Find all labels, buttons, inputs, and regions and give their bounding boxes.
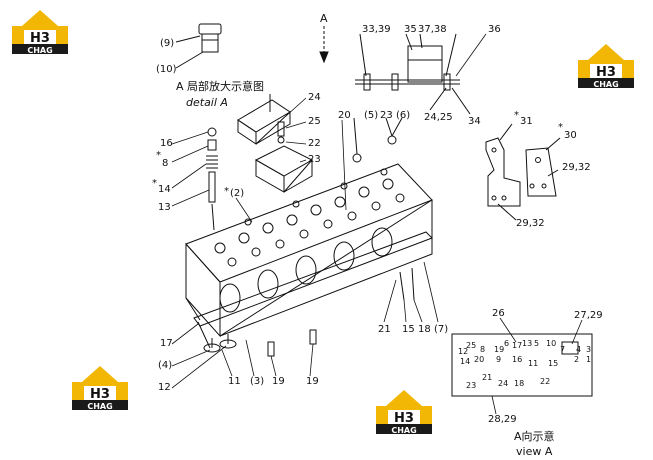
cap-part (175, 23, 222, 69)
view-a-number: 12 (458, 347, 468, 356)
label-26: 26 (492, 308, 505, 319)
label-27-29: 27,29 (574, 310, 603, 321)
logo-brand: CHAG (391, 426, 416, 435)
label-34: 34 (468, 116, 481, 127)
label-2: (2) (230, 188, 244, 199)
brand-logo-bottom-center: H3 CHAG (376, 390, 432, 435)
label-4: (4) (158, 360, 172, 371)
brand-logo-bottom-left: H3 CHAG (72, 366, 128, 411)
valve-spring-stack (206, 127, 218, 231)
view-a-number: 10 (546, 339, 556, 348)
cover-plate (237, 94, 314, 193)
view-a-number: 2 (574, 355, 579, 364)
bracket-30 (525, 137, 561, 197)
label-3: (3) (250, 376, 264, 387)
view-a-number: 5 (534, 339, 539, 348)
logo-brand: CHAG (27, 46, 52, 55)
view-a-number: 25 (466, 341, 476, 350)
label-2-star: * (224, 186, 229, 197)
label-20: 20 (338, 110, 351, 121)
view-a-number: 14 (460, 357, 470, 366)
head-gasket (193, 231, 433, 349)
label-8-star: * (156, 150, 161, 161)
label-23: 23 (308, 154, 321, 165)
label-7: (7) (434, 324, 448, 335)
label-37-38: 37,38 (418, 24, 447, 35)
logo-brand: CHAG (87, 402, 112, 411)
view-a-number: 24 (498, 379, 508, 388)
view-a-number: 8 (480, 345, 485, 354)
lifting-bracket (355, 33, 471, 115)
studs (352, 117, 403, 163)
logo-mark: H3 (90, 387, 110, 402)
label-23b: 23 (380, 110, 393, 121)
view-a-number: 17 (512, 341, 522, 350)
label-30: 30 (564, 130, 577, 141)
view-arrow-label: A (320, 12, 328, 25)
bracket-31 (485, 123, 521, 221)
label-33-39: 33,39 (362, 24, 391, 35)
view-a-plate (451, 333, 593, 397)
detail-caption-cn: A 局部放大示意图 (176, 79, 264, 93)
label-10: (10) (156, 64, 177, 75)
label-13: 13 (158, 202, 171, 213)
label-18: 18 (418, 324, 431, 335)
label-5: (5) (364, 110, 378, 121)
view-a-number: 19 (494, 345, 504, 354)
label-25: 25 (308, 116, 321, 127)
label-28-29: 28,29 (488, 414, 517, 425)
label-19a: 19 (272, 376, 285, 387)
view-a-number: 11 (528, 359, 538, 368)
label-30-star: * (558, 122, 563, 133)
logo-brand: CHAG (593, 80, 618, 89)
view-a-number: 21 (482, 373, 492, 382)
label-19b: 19 (306, 376, 319, 387)
view-a-number: 15 (548, 359, 558, 368)
label-31: 31 (520, 116, 533, 127)
label-29-32b: 29,32 (516, 218, 545, 229)
view-caption-cn: A向示意 (514, 429, 555, 443)
view-caption-en: view A (516, 445, 553, 458)
label-14: 14 (158, 184, 171, 195)
label-24-25: 24,25 (424, 112, 453, 123)
view-a-number: 7 (560, 345, 565, 354)
view-a-number: 20 (474, 355, 484, 364)
cylinder-head (185, 163, 433, 338)
logo-mark: H3 (30, 31, 50, 46)
label-8: 8 (162, 158, 168, 169)
label-36: 36 (488, 24, 501, 35)
label-16: 16 (160, 138, 173, 149)
view-a-number: 3 (586, 345, 591, 354)
view-arrow-icon (319, 26, 329, 64)
brand-logo-top-right: H3 CHAG (578, 44, 634, 89)
view-a-number: 6 (504, 339, 509, 348)
brand-logo-top-left: H3 CHAG (12, 10, 68, 55)
label-22: 22 (308, 138, 321, 149)
view-a-number: 4 (576, 345, 581, 354)
view-a-number: 22 (540, 377, 550, 386)
label-12: 12 (158, 382, 171, 393)
label-35: 35 (404, 24, 417, 35)
view-a-number: 16 (512, 355, 522, 364)
detail-caption-en: detail A (186, 96, 228, 109)
label-14-star: * (152, 178, 157, 189)
view-a-number: 13 (522, 339, 532, 348)
label-29-32a: 29,32 (562, 162, 591, 173)
view-a-number: 18 (514, 379, 524, 388)
view-a-number: 1 (586, 355, 591, 364)
view-a-number: 23 (466, 381, 476, 390)
label-9: (9) (160, 38, 174, 49)
label-17: 17 (160, 338, 173, 349)
label-21: 21 (378, 324, 391, 335)
label-6: (6) (396, 110, 410, 121)
label-11: 11 (228, 376, 241, 387)
label-15: 15 (402, 324, 415, 335)
logo-mark: H3 (596, 65, 616, 80)
label-31-star: * (514, 110, 519, 121)
view-a-number: 9 (496, 355, 501, 364)
logo-mark: H3 (394, 411, 414, 426)
label-24: 24 (308, 92, 321, 103)
